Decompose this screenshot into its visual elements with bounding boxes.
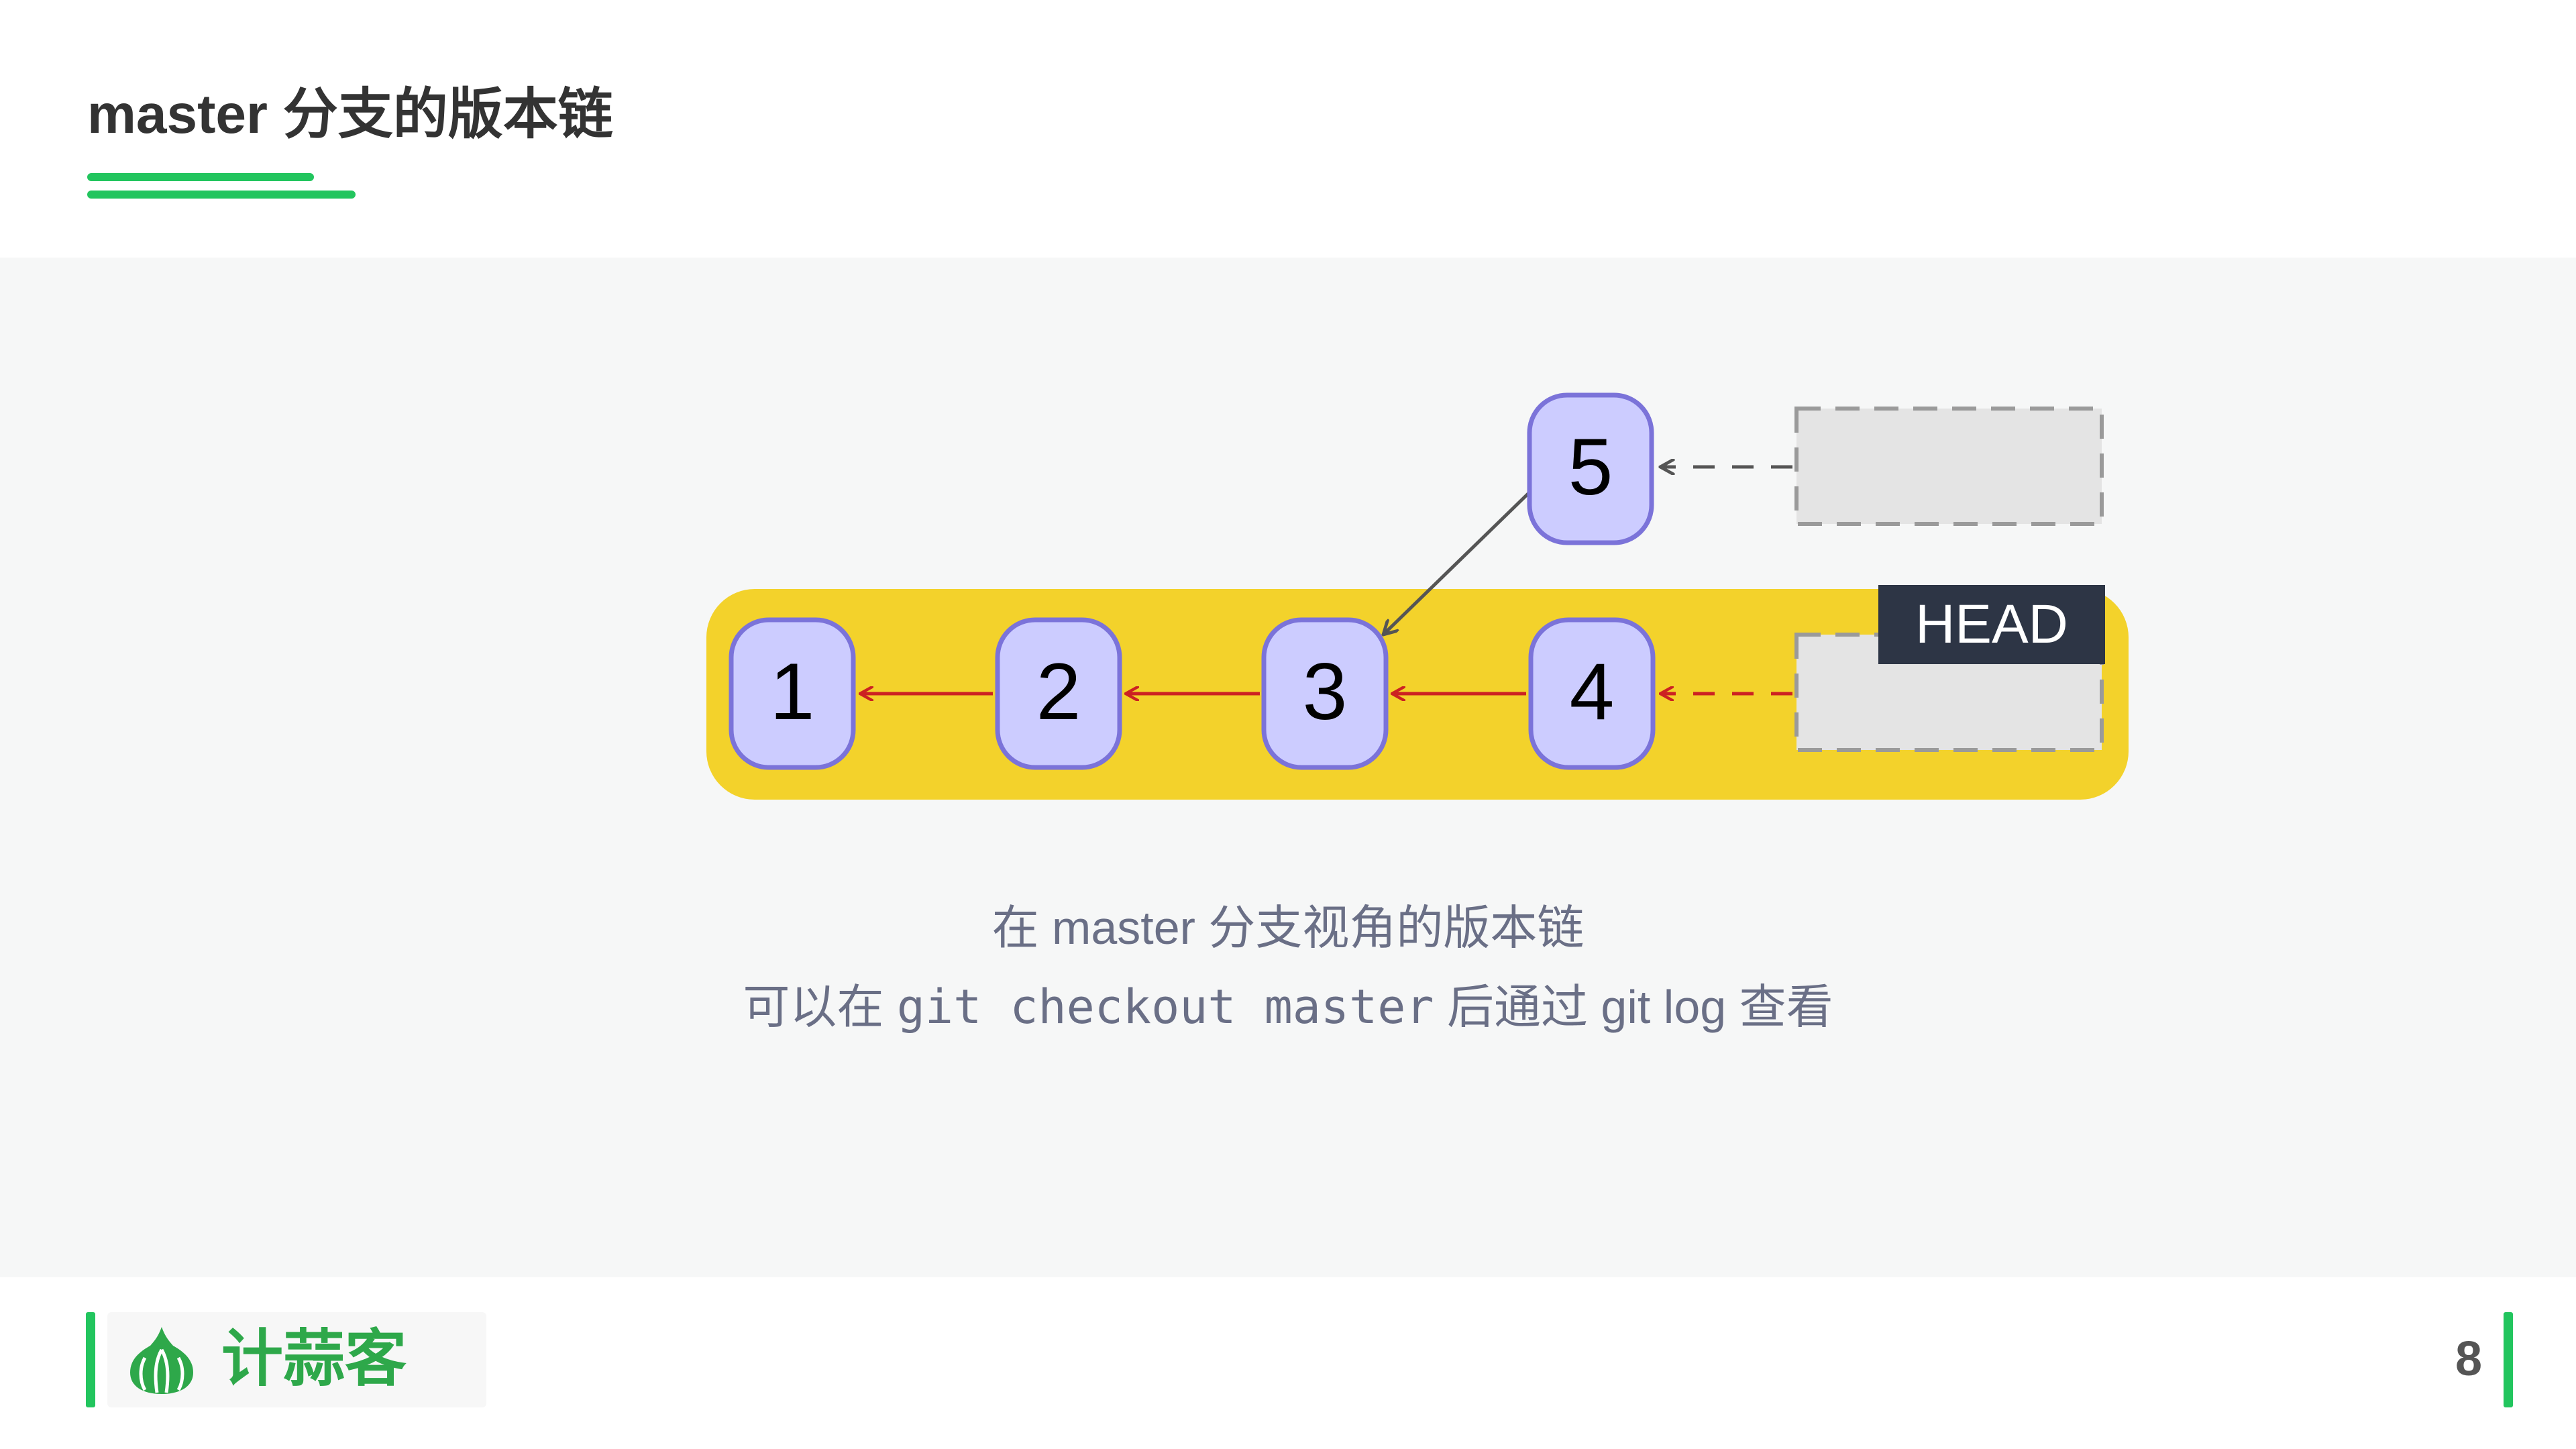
caption-line-2-prefix: 可以在 xyxy=(743,981,897,1033)
version-chain-diagram: HEAD 1 2 3 4 5 xyxy=(706,392,2129,800)
footer-accent-right xyxy=(2504,1312,2513,1407)
garlic-icon xyxy=(130,1327,193,1394)
caption-command-code: git checkout master xyxy=(896,979,1434,1034)
footer-accent-left xyxy=(86,1312,95,1407)
caption-line-1: 在 master 分支视角的版本链 xyxy=(991,902,1585,954)
commit-node-5: 5 xyxy=(1527,392,1654,545)
logo-container xyxy=(107,1312,486,1407)
commit-node-2: 2 xyxy=(995,617,1122,770)
title-underline-short xyxy=(87,173,314,181)
logo-text: 计蒜客 xyxy=(221,1325,407,1393)
page-number: 8 xyxy=(2455,1332,2483,1386)
head-label: HEAD xyxy=(1915,594,2068,655)
commit-label-3: 3 xyxy=(1303,647,1348,737)
commit-node-3: 3 xyxy=(1261,617,1389,770)
commit-node-1: 1 xyxy=(729,617,856,770)
commit-label-4: 4 xyxy=(1570,647,1615,737)
arrow-5-to-3 xyxy=(1383,488,1534,635)
commit-label-2: 2 xyxy=(1036,647,1081,737)
title-underline-long xyxy=(87,191,356,199)
commit-label-5: 5 xyxy=(1568,422,1613,512)
caption-line-2: 可以在 git checkout master 后通过 git log 查看 xyxy=(0,983,2576,1030)
commit-node-4: 4 xyxy=(1528,617,1656,770)
commit-label-1: 1 xyxy=(770,647,815,737)
content-area: HEAD 1 2 3 4 5 xyxy=(0,258,2576,1277)
caption-line-2-suffix: 后通过 git log 查看 xyxy=(1434,981,1833,1033)
head-badge xyxy=(1878,585,2105,664)
placeholder-box-top xyxy=(1794,407,2104,526)
page-title: master 分支的版本链 xyxy=(87,84,613,145)
